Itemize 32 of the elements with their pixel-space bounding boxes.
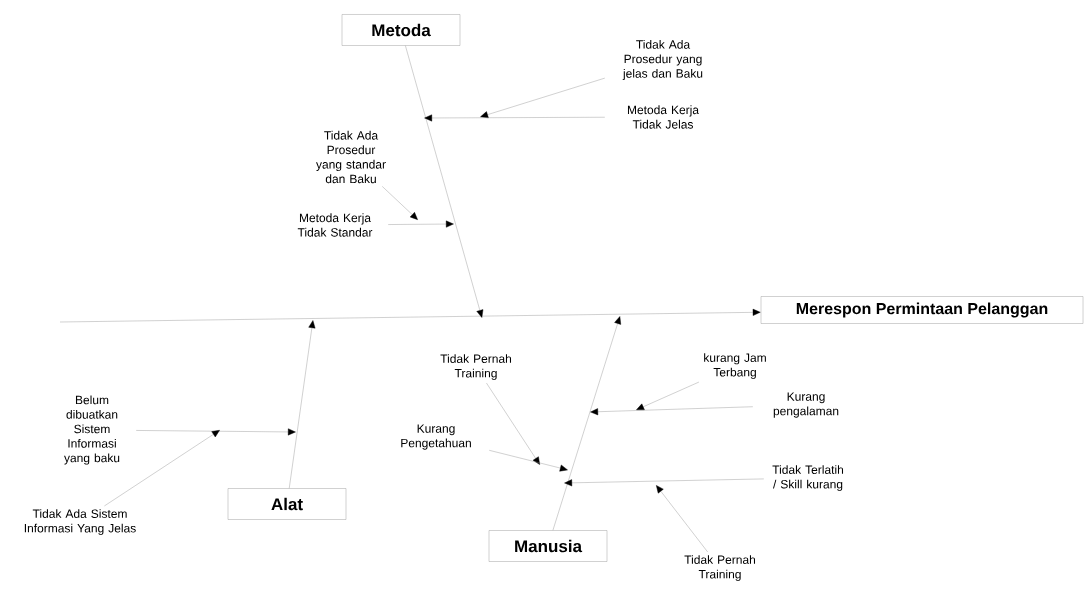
arrow bbox=[480, 77, 605, 118]
category-box: Manusia bbox=[488, 530, 608, 562]
arrow bbox=[656, 485, 708, 553]
cause-label: kurang Jam Terbang bbox=[704, 353, 766, 379]
arrow bbox=[636, 381, 700, 410]
cause-label: Tidak Ada Prosedur yang jelas dan Baku bbox=[622, 39, 703, 81]
cause-label: Tidak Terlatih / Skill kurang bbox=[772, 465, 844, 491]
arrow bbox=[382, 186, 418, 220]
cause-label: Tidak Pernah Training bbox=[684, 555, 755, 581]
effect-box: Merespon Permintaan Pelanggan bbox=[760, 296, 1084, 324]
category-box: Alat bbox=[227, 488, 347, 520]
arrow bbox=[590, 406, 753, 416]
cause-label: Kurang Pengetahuan bbox=[401, 424, 471, 450]
cause-label: Belum dibuatkan Sistem Informasi yang baku bbox=[64, 395, 120, 465]
arrow bbox=[136, 428, 296, 436]
cause-label: Tidak Ada Sistem Informasi Yang Jelas bbox=[24, 509, 136, 535]
cause-label: Tidak Pernah Training bbox=[440, 354, 511, 380]
category-box: Metoda bbox=[341, 14, 461, 46]
spine-arrow bbox=[59, 308, 761, 323]
arrow bbox=[104, 430, 220, 507]
cause-label: Kurang pengalaman bbox=[773, 392, 839, 418]
cause-label: Metoda Kerja Tidak Jelas bbox=[628, 105, 699, 129]
cause-label: Metoda Kerja Tidak Standar bbox=[297, 213, 373, 237]
arrow bbox=[489, 450, 568, 472]
arrow bbox=[564, 478, 764, 487]
arrow bbox=[289, 320, 316, 489]
arrow bbox=[552, 316, 621, 531]
arrow bbox=[405, 45, 484, 318]
arrow bbox=[388, 220, 454, 228]
cause-label: Tidak Ada Prosedur yang standar dan Baku bbox=[316, 130, 386, 184]
arrow bbox=[424, 114, 605, 122]
arrow bbox=[486, 382, 540, 465]
